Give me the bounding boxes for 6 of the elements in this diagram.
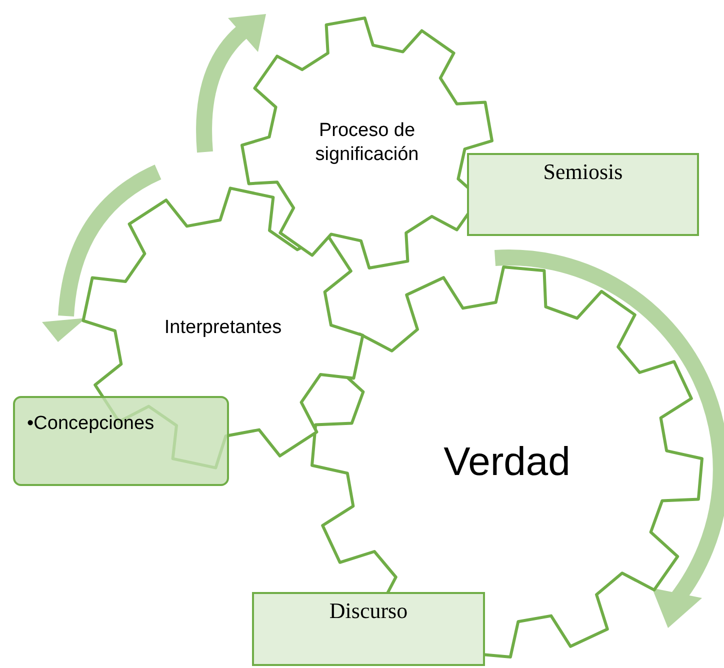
node-label: Verdad [444, 440, 570, 484]
node-label: Proceso de significación [315, 120, 419, 165]
text-box: Semiosis [467, 153, 699, 236]
node-label: Interpretantes [164, 317, 282, 338]
text-box: Discurso [252, 592, 485, 666]
text-box: •Concepciones [13, 396, 229, 486]
